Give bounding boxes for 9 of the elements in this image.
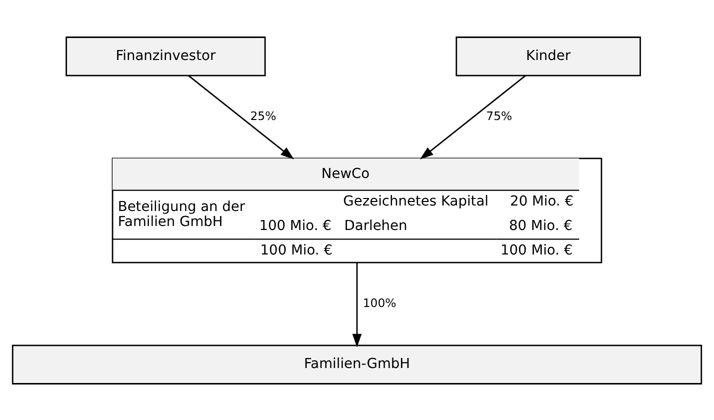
arrow [420, 74, 526, 159]
arrow [352, 262, 362, 347]
node-box: Finanzinvestor [66, 36, 266, 76]
edge-label: 100% [362, 296, 396, 310]
node-box: Kinder [456, 36, 641, 76]
edge-label: 75% [486, 108, 512, 122]
arrow [188, 74, 294, 159]
edge-label: 25% [250, 108, 276, 122]
node-box: Familien-GmbH [12, 344, 702, 384]
